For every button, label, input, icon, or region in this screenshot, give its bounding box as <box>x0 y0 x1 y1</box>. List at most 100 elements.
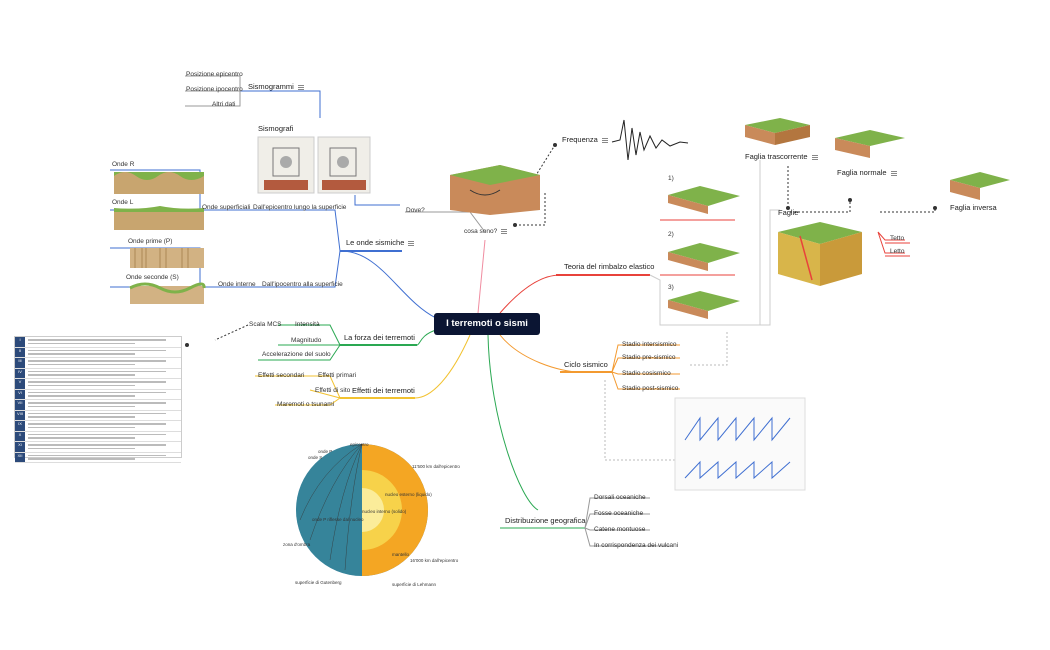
mcs-table-row: V <box>15 379 181 390</box>
node-catene[interactable]: Catene montuose <box>594 526 646 533</box>
connector-dot <box>185 343 189 347</box>
node-stadio-presismico[interactable]: Stadio pre-sismico <box>622 354 676 361</box>
node-onde-s[interactable]: Onde seconde (S) <box>126 274 179 281</box>
cosa-sono-image <box>450 165 540 215</box>
node-accelerazione[interactable]: Accelerazione del suolo <box>262 351 331 358</box>
node-dove[interactable]: Dove? <box>406 207 425 214</box>
node-maremoti[interactable]: Maremoti o tsunami <box>277 401 335 408</box>
onde-s-image <box>129 282 206 304</box>
mcs-degree: IX <box>15 421 25 431</box>
rimbalzo-step3-image <box>668 291 740 319</box>
node-frequenza[interactable]: Frequenza <box>562 135 608 144</box>
node-dorsali[interactable]: Dorsali oceaniche <box>594 494 646 501</box>
mcs-degree: II <box>15 347 25 357</box>
mcs-degree: XII <box>15 452 25 462</box>
node-effetti-secondari[interactable]: Effetti secondari <box>258 372 305 379</box>
node-faglia-normale[interactable]: Faglia normale <box>837 168 897 177</box>
node-rimbalzo[interactable]: Teoria del rimbalzo elastico <box>564 262 655 271</box>
node-forza[interactable]: La forza dei terremoti <box>344 333 415 342</box>
node-faglie[interactable]: Faglie <box>778 208 799 217</box>
notes-icon <box>890 170 897 176</box>
earth-label-nucleo-interno: nucleo interno (solido) <box>362 509 407 514</box>
node-altri-dati[interactable]: Altri dati <box>212 101 236 108</box>
node-faglia-trascorrente[interactable]: Faglia trascorrente <box>745 152 818 161</box>
node-distribuzione[interactable]: Distribuzione geografica <box>505 516 586 525</box>
sismografi-image <box>257 136 371 194</box>
node-effetti[interactable]: Effetti dei terremoti <box>352 386 415 395</box>
mcs-degree: I <box>15 337 25 347</box>
onde-l-image <box>114 206 204 230</box>
earth-label-onde-s: onde S <box>308 455 323 460</box>
notes-icon <box>601 137 608 143</box>
mcs-degree: VII <box>15 400 25 410</box>
connector-dot <box>933 206 937 210</box>
faglia-inversa-image <box>950 172 1010 200</box>
earth-label-mantello: mantello <box>392 552 410 557</box>
earth-cross-section-image <box>296 443 428 576</box>
node-onde-sismiche[interactable]: Le onde sismiche <box>346 238 415 247</box>
node-ciclo[interactable]: Ciclo sismico <box>564 360 608 369</box>
mcs-table-row: X <box>15 431 181 442</box>
mcs-table-row: VII <box>15 400 181 411</box>
connector-dot <box>513 223 517 227</box>
mcs-table-row: XI <box>15 442 181 453</box>
root-node[interactable]: I terremoti o sismi <box>434 313 540 335</box>
earth-label-gutenberg: superficie di Gutenberg <box>295 580 342 585</box>
node-magnitudo[interactable]: Magnitudo <box>291 337 322 344</box>
earth-label-zona-ombra: zona d'ombra <box>283 542 311 547</box>
node-faglia-inversa[interactable]: Faglia inversa <box>950 203 997 212</box>
link-effetti <box>414 334 471 399</box>
faglia-normale-image <box>835 130 905 158</box>
link-onde <box>339 250 437 319</box>
node-onde-r[interactable]: Onde R <box>112 161 135 168</box>
node-fosse[interactable]: Fosse oceaniche <box>594 510 644 517</box>
connector-dot <box>553 143 557 147</box>
node-onde-l[interactable]: Onde L <box>112 199 134 206</box>
node-stadio-postsismico[interactable]: Stadio post-sismico <box>622 385 679 392</box>
node-sismografi[interactable]: Sismografi <box>258 124 294 133</box>
mcs-degree: III <box>15 358 25 368</box>
node-effetti-primari[interactable]: Effetti primari <box>318 372 357 379</box>
rimbalzo-step1-image <box>668 186 740 214</box>
earth-label-onde-p: onde P <box>318 449 333 454</box>
mcs-degree: VIII <box>15 410 25 420</box>
node-rimbalzo-step-3: 3) <box>668 284 674 291</box>
mcs-table-row: III <box>15 358 181 369</box>
link-cosa <box>477 239 486 314</box>
notes-icon <box>297 84 304 90</box>
notes-icon <box>811 154 818 160</box>
node-superficiali-note: Dall'epicentro lungo la superficie <box>253 204 347 211</box>
link-rimbalzo <box>499 274 561 314</box>
node-posizione-epicentro[interactable]: Posizione epicentro <box>186 71 243 78</box>
earth-label-nucleo-esterno: nucleo esterno (liquido) <box>385 492 432 497</box>
earth-label-lehmann: superficie di Lehmann <box>392 582 437 587</box>
node-rimbalzo-step-2: 2) <box>668 231 674 238</box>
node-onde-p[interactable]: Onde prime (P) <box>128 238 173 245</box>
rimbalzo-step2-image <box>668 243 740 271</box>
faglia-block-image <box>778 222 862 286</box>
node-stadio-cosismico[interactable]: Stadio cosismico <box>622 370 671 377</box>
node-effetti-sito[interactable]: Effetti di sito <box>315 387 351 394</box>
node-letto[interactable]: Letto <box>890 248 905 255</box>
link-distribuzione <box>487 334 539 511</box>
node-onde-superficiali[interactable]: Onde superficiali <box>202 204 251 211</box>
node-sismogrammi[interactable]: Sismogrammi <box>248 82 304 91</box>
node-vulcani[interactable]: In corrispondenza dei vulcani <box>594 542 679 549</box>
earth-label-epicentro: epicentro <box>350 442 369 447</box>
node-cosa-sono[interactable]: cosa sono? <box>464 227 508 236</box>
link-forza <box>416 329 437 346</box>
node-stadio-intersismico[interactable]: Stadio intersismico <box>622 341 677 348</box>
earth-label-16000: 16'000 km dall'epicentro <box>410 558 459 563</box>
node-tetto[interactable]: Tetto <box>890 235 905 242</box>
node-scala-mcs[interactable]: Scala MCS <box>249 321 282 328</box>
mcs-table-row: VI <box>15 389 181 400</box>
node-onde-interne[interactable]: Onde interne <box>218 281 256 288</box>
mcs-table-row: I <box>15 337 181 348</box>
earth-label-onde-riflesse: onde P riflesse dal nucleo <box>312 517 364 522</box>
node-intensita[interactable]: Intensità <box>295 321 320 328</box>
notes-icon <box>408 240 415 246</box>
node-posizione-ipocentro[interactable]: Posizione ipocentro <box>186 86 243 93</box>
mcs-table-row: XII <box>15 452 181 463</box>
